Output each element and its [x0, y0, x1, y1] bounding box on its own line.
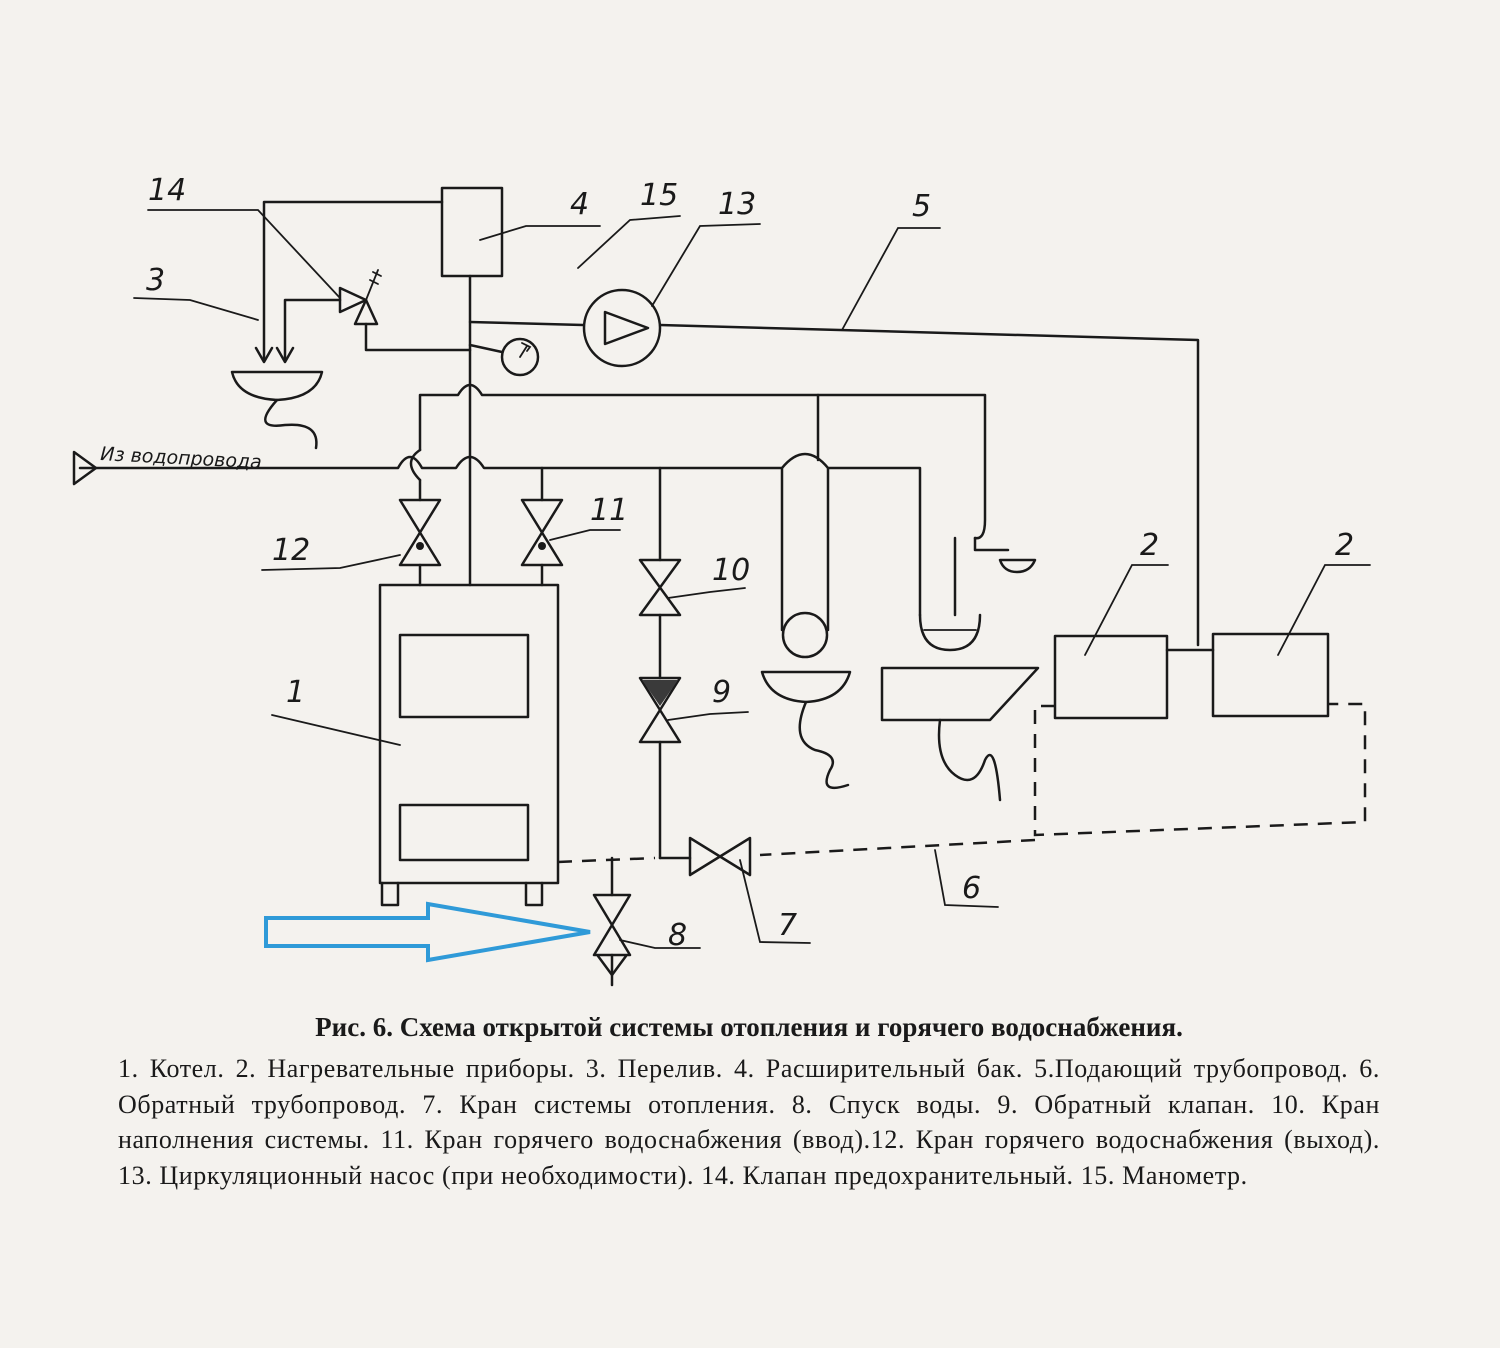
caption-title: Рис. 6. Схема открытой системы отопления… — [315, 1012, 1183, 1042]
circulation-pump-icon — [582, 288, 662, 368]
supply-pipe — [658, 323, 1200, 647]
siphon-bowl — [918, 613, 982, 652]
expansion-tank — [440, 186, 504, 278]
manometer-icon — [468, 337, 540, 377]
safety-valve-arrow — [275, 346, 295, 364]
boiler-body — [378, 583, 560, 885]
overflow-pipe — [262, 200, 444, 362]
caption-legend: 1. Котел. 2. Нагревательные приборы. 3. … — [118, 1054, 1380, 1190]
label-5: 5 — [912, 189, 931, 224]
figure-caption: Рис. 6. Схема открытой системы отопления… — [118, 1012, 1380, 1193]
highlight-arrow — [264, 901, 591, 963]
label-11: 11 — [590, 493, 628, 528]
valve-12-icon — [398, 498, 442, 567]
valve-10-icon — [638, 558, 682, 617]
siphon-pipe — [953, 536, 1010, 617]
overflow-funnel-icon — [230, 370, 324, 450]
drain-valve-8-icon — [592, 893, 632, 977]
fixture-loop — [780, 466, 830, 632]
label-9: 9 — [712, 675, 731, 710]
inlet-arrow — [72, 450, 98, 486]
heating-system-diagram: 14 3 4 15 13 5 12 11 10 9 1 2 2 6 7 8 Из… — [72, 173, 1371, 987]
label-15: 15 — [640, 178, 678, 213]
leader-lines — [133, 209, 1371, 949]
heater-1 — [1053, 634, 1169, 720]
boiler-door-upper — [398, 633, 530, 719]
label-3: 3 — [146, 263, 165, 298]
return-pipe — [759, 702, 1367, 857]
hw-bypass — [409, 448, 422, 482]
cold-water-main — [78, 452, 922, 617]
fixture-sink-icon — [760, 670, 852, 790]
label-1: 1 — [286, 675, 305, 710]
safety-valve-return — [364, 322, 472, 352]
overflow-arrow — [254, 346, 274, 364]
showerhead-icon — [998, 558, 1037, 574]
valve-11-icon — [520, 498, 564, 567]
safety-valve-icon — [338, 269, 382, 326]
label-14: 14 — [148, 173, 186, 208]
boiler-door-lower — [398, 803, 530, 862]
safety-valve-pipe — [283, 298, 342, 362]
label-2b: 2 — [1335, 528, 1354, 563]
valve-7-icon — [688, 836, 752, 877]
label-8: 8 — [668, 918, 687, 953]
boiler-feet — [380, 881, 544, 907]
supply-to-pump — [468, 320, 585, 327]
label-6: 6 — [962, 871, 981, 906]
return-to-boiler — [557, 856, 656, 864]
label-12: 12 — [272, 533, 310, 568]
label-4: 4 — [570, 187, 589, 222]
bath-icon — [880, 666, 1040, 802]
heater-2 — [1211, 632, 1330, 718]
fixture-coil — [781, 611, 829, 659]
label-2a: 2 — [1140, 528, 1159, 563]
label-10: 10 — [712, 553, 750, 588]
hot-water-upper — [418, 383, 987, 540]
label-7: 7 — [778, 908, 797, 943]
check-valve-9-icon — [638, 676, 682, 744]
label-13: 13 — [718, 187, 756, 222]
